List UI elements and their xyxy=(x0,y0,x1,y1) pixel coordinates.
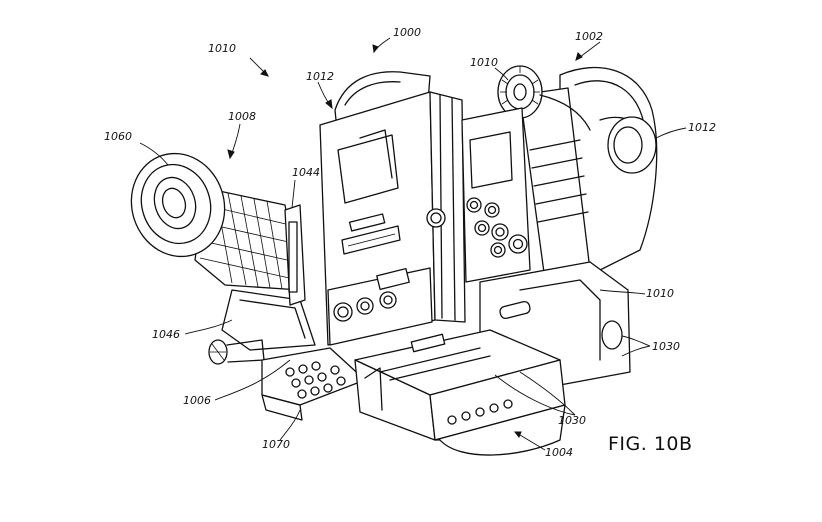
label-1030-lower: 1030 xyxy=(558,414,586,427)
label-1012-right: 1012 xyxy=(688,121,716,134)
eyepiece-assembly xyxy=(130,152,316,365)
label-1044: 1044 xyxy=(292,166,320,179)
handle-assembly xyxy=(461,65,658,283)
label-1004: 1004 xyxy=(545,446,573,459)
figure-caption: FIG. 10B xyxy=(608,433,693,455)
label-1030-right: 1030 xyxy=(652,340,680,353)
label-1002: 1002 xyxy=(575,30,603,43)
label-1012-left: 1012 xyxy=(306,70,334,83)
base-plate-assembly xyxy=(261,261,631,456)
label-1060: 1060 xyxy=(104,130,132,143)
label-1046: 1046 xyxy=(152,328,180,341)
label-1010-left: 1010 xyxy=(208,42,236,55)
label-1010-lower: 1010 xyxy=(646,287,674,300)
label-1000: 1000 xyxy=(393,26,421,39)
leader-lines xyxy=(139,37,687,451)
reference-labels: 1010 1000 1002 1010 1012 1012 1008 1060 … xyxy=(104,26,716,459)
label-1006: 1006 xyxy=(183,394,211,407)
main-body-plate xyxy=(284,71,466,346)
label-1008: 1008 xyxy=(228,110,256,123)
label-1010-top: 1010 xyxy=(470,56,498,69)
label-1070: 1070 xyxy=(262,438,290,451)
